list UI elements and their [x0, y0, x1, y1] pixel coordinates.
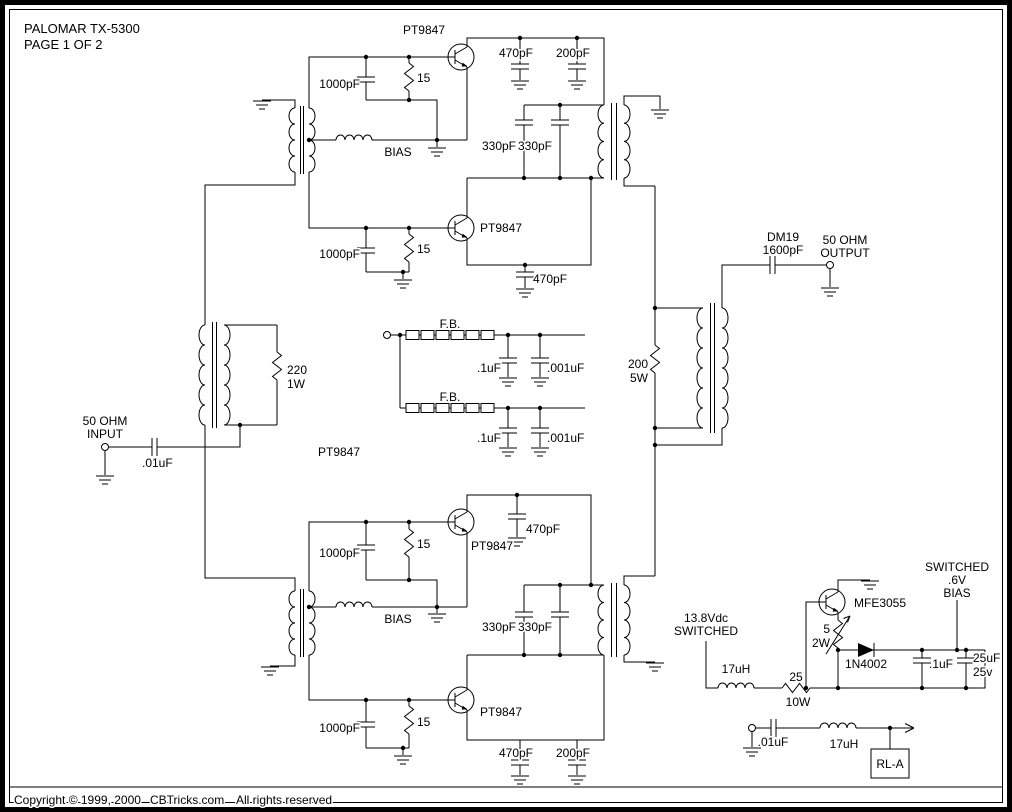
input-splitter-transformer [198, 322, 231, 428]
label-supply-2: SWITCHED [674, 624, 738, 638]
label-input-2: INPUT [87, 427, 124, 441]
power-section-wiring [705, 579, 986, 749]
footer-copyright: Copyright © 1999, 2000 [14, 793, 141, 807]
label-l-17uh-2: 17uH [830, 737, 859, 751]
label-c-330pf-lower-1: 330pF [482, 620, 516, 634]
label-supply-1: 13.8Vdc [684, 611, 728, 625]
relay-box [870, 748, 910, 779]
label-input-1: 50 OHM [83, 414, 128, 428]
input-terminal [101, 443, 109, 451]
bias-feed-terminal [383, 331, 391, 339]
transistor-q1 [447, 43, 475, 71]
inductors [335, 134, 857, 729]
label-r-25: 25 [789, 670, 803, 684]
label-switched-bias-3: BIAS [943, 586, 970, 600]
label-c-1000pf-q4: 1000pF [319, 721, 360, 735]
label-c-25uf: 25uF [973, 651, 1000, 665]
label-c-470pf-top: 470pF [499, 46, 533, 60]
label-r-15-q4: 15 [417, 715, 431, 729]
junction-dots [237, 35, 969, 751]
label-c-01uf-relay: .01uF [758, 735, 789, 749]
output-combiner-transformer [696, 303, 729, 433]
label-switched-bias-2: .6V [948, 573, 966, 587]
label-q2: PT9847 [480, 221, 522, 235]
label-r-15-q3: 15 [417, 537, 431, 551]
label-bias-upper: BIAS [384, 145, 411, 159]
label-switched-bias-1: SWITCHED [925, 560, 989, 574]
label-c-1000pf-q3: 1000pF [319, 546, 360, 560]
label-output-1: 50 OHM [823, 233, 868, 247]
label-c-01uf-input: .01uF [142, 456, 173, 470]
label-c-25uf-volts: 25v [973, 665, 992, 679]
label-r-25-watts: 10W [786, 695, 811, 709]
lower-stage-wiring [270, 494, 655, 775]
input-transformer-upper [288, 106, 316, 174]
combiner-output-wiring [654, 186, 831, 576]
label-bias-lower: BIAS [384, 612, 411, 626]
transistor-q2 [447, 214, 475, 242]
page-number: PAGE 1 OF 2 [24, 37, 103, 52]
label-r-200-watts: 5W [630, 371, 649, 385]
label-c-200pf-top: 200pF [556, 46, 590, 60]
footer-site: CBTricks.com [150, 793, 224, 807]
footer-rights: All rights reserved [236, 793, 332, 807]
input-splitter-wiring [104, 172, 296, 591]
output-transformer-lower [597, 583, 631, 657]
label-r-5-watts: 2W [812, 636, 831, 650]
label-c-1uf-row1: .1uF [477, 361, 501, 375]
label-c-1uf-bias: .1uF [929, 657, 953, 671]
label-c-330pf-upper-2: 330pF [518, 139, 552, 153]
output-terminal [826, 261, 834, 269]
input-transformer-lower [288, 589, 316, 657]
label-r-15-q1: 15 [417, 71, 431, 85]
label-q1: PT9847 [403, 23, 445, 37]
label-c-1uf-row2: .1uF [477, 431, 501, 445]
label-fb-2: F.B. [440, 390, 461, 404]
relay-line-terminal [748, 724, 756, 732]
ferrite-bead-row-1 [405, 330, 495, 340]
page-title: PALOMAR TX-5300 [24, 21, 140, 36]
output-transformer-upper [597, 103, 631, 180]
label-c-470pf-q3: 470pF [526, 522, 560, 536]
label-c-001uf-row1: .001uF [547, 361, 584, 375]
label-r-5: 5 [823, 622, 830, 636]
labels: PALOMAR TX-5300 PAGE 1 OF 2 PT9847 470pF… [13, 20, 1002, 809]
label-c-330pf-lower-2: 330pF [518, 620, 552, 634]
diode-1n4002 [858, 643, 874, 657]
label-r-220-watts: 1W [287, 377, 306, 391]
label-c-1000pf-q2: 1000pF [319, 247, 360, 261]
label-dm19: DM19 [767, 230, 799, 244]
label-output-2: OUTPUT [820, 246, 870, 260]
label-relay: RL-A [876, 757, 903, 771]
label-c-330pf-upper-1: 330pF [482, 139, 516, 153]
label-c-470pf-q2: 470pF [533, 272, 567, 286]
resistors [272, 62, 843, 735]
ferrite-bead-row-2 [405, 403, 495, 413]
label-fb-1: F.B. [440, 317, 461, 331]
transistor-regulator [818, 588, 846, 616]
label-1n4002: 1N4002 [845, 657, 887, 671]
transistor-q4 [447, 686, 475, 714]
label-mfe3055: MFE3055 [854, 596, 906, 610]
label-1600pf: 1600pF [763, 243, 804, 257]
label-l-17uh-1: 17uH [722, 662, 751, 676]
label-c-001uf-row2: .001uF [547, 431, 584, 445]
label-c-470pf-bottom: 470pF [499, 746, 533, 760]
label-r-200: 200 [628, 357, 648, 371]
label-q4: PT9847 [480, 705, 522, 719]
label-c-1000pf-q1: 1000pF [319, 77, 360, 91]
label-r-220: 220 [287, 363, 307, 377]
label-c-200pf-bottom: 200pF [556, 746, 590, 760]
label-q3: PT9847 [471, 539, 513, 553]
label-device-type: PT9847 [318, 445, 360, 459]
transistor-q3 [447, 508, 475, 536]
label-r-15-q2: 15 [417, 242, 431, 256]
